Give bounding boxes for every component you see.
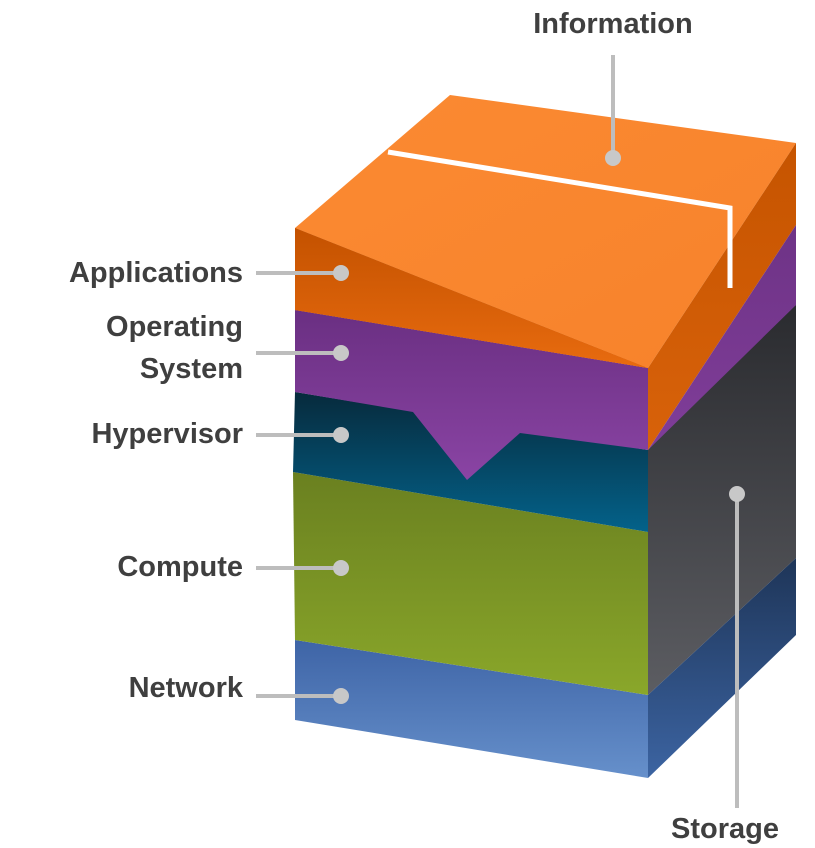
compute-dot — [333, 560, 349, 576]
leader-dots — [333, 150, 745, 704]
network-layer-front — [295, 640, 648, 778]
label-hypervisor: Hypervisor — [91, 418, 243, 450]
network-dot — [333, 688, 349, 704]
operating-system-layer-front — [295, 310, 648, 480]
information-slit — [387, 149, 733, 288]
compute-layer-front — [293, 472, 648, 695]
storage-layer-side — [648, 305, 796, 695]
information-layer-top-face — [295, 95, 796, 368]
network-layer-side — [648, 558, 796, 778]
label-applications: Applications — [68, 257, 243, 289]
operating-system-dot — [333, 345, 349, 361]
storage-dot — [729, 486, 745, 502]
label-network: Network — [128, 672, 243, 704]
label-operating-system-line1: Operating — [106, 311, 243, 343]
leader-lines — [256, 55, 739, 808]
hypervisor-dot — [333, 427, 349, 443]
applications-layer-side — [648, 143, 796, 450]
label-compute: Compute — [117, 551, 243, 583]
applications-layer-front-body — [295, 228, 648, 368]
applications-layer-front-face — [295, 230, 648, 368]
information-dot — [605, 150, 621, 166]
label-operating-system-line2: System — [139, 353, 243, 385]
label-information: Information — [533, 8, 693, 40]
applications-dot — [333, 265, 349, 281]
label-storage: Storage — [671, 813, 779, 845]
